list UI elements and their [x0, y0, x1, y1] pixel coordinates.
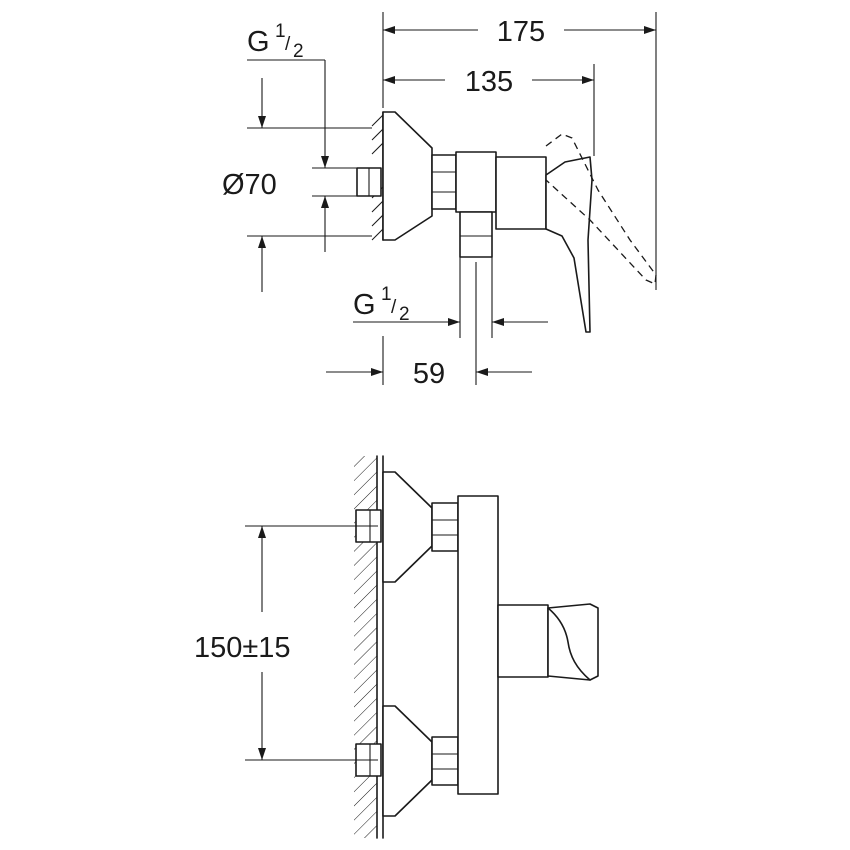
lever-front-contour: [547, 607, 591, 681]
thread-top-main: G: [247, 26, 270, 58]
front-view: 150±15: [194, 455, 599, 839]
outlet-side: [459, 211, 493, 258]
thread-bottom-denominator: 2: [399, 304, 410, 325]
dim-centers: 150±15: [194, 525, 378, 761]
thread-bottom-main: G: [353, 289, 376, 321]
cartridge-front: [497, 604, 549, 678]
dim-outlet-offset: 59: [326, 262, 532, 390]
dim-handle-width: 135: [383, 64, 595, 156]
dim-handle-width-label: 135: [465, 66, 513, 98]
cartridge-housing: [495, 156, 547, 230]
union-nut-top: [431, 154, 457, 210]
lever-handle: [545, 156, 593, 333]
dim-total-width: 175: [382, 12, 657, 290]
thread-bottom-slash: /: [391, 297, 397, 318]
connection-lower: [355, 705, 459, 817]
mixer-body-side: [455, 151, 497, 213]
dim-outlet-offset-label: 59: [413, 358, 445, 390]
dim-diameter-label: Ø70: [222, 169, 277, 201]
dim-diameter: Ø70: [222, 78, 372, 292]
side-view: 175 135 G 1 / 2: [222, 12, 657, 390]
dim-total-width-label: 175: [497, 16, 545, 48]
thread-bottom-numerator: 1: [381, 284, 392, 305]
connection-upper: [355, 471, 459, 583]
thread-top-denominator: 2: [293, 41, 304, 62]
thread-top-numerator: 1: [275, 21, 286, 42]
lever-raised-position: [545, 133, 657, 285]
mixer-body-front: [457, 495, 499, 795]
dim-thread-top: G 1 / 2: [247, 21, 329, 168]
dim-centers-label: 150±15: [194, 632, 291, 664]
escutcheon-top: [382, 111, 433, 241]
dim-thread-bottom: G 1 / 2: [353, 257, 548, 338]
thread-top-slash: /: [285, 34, 291, 55]
